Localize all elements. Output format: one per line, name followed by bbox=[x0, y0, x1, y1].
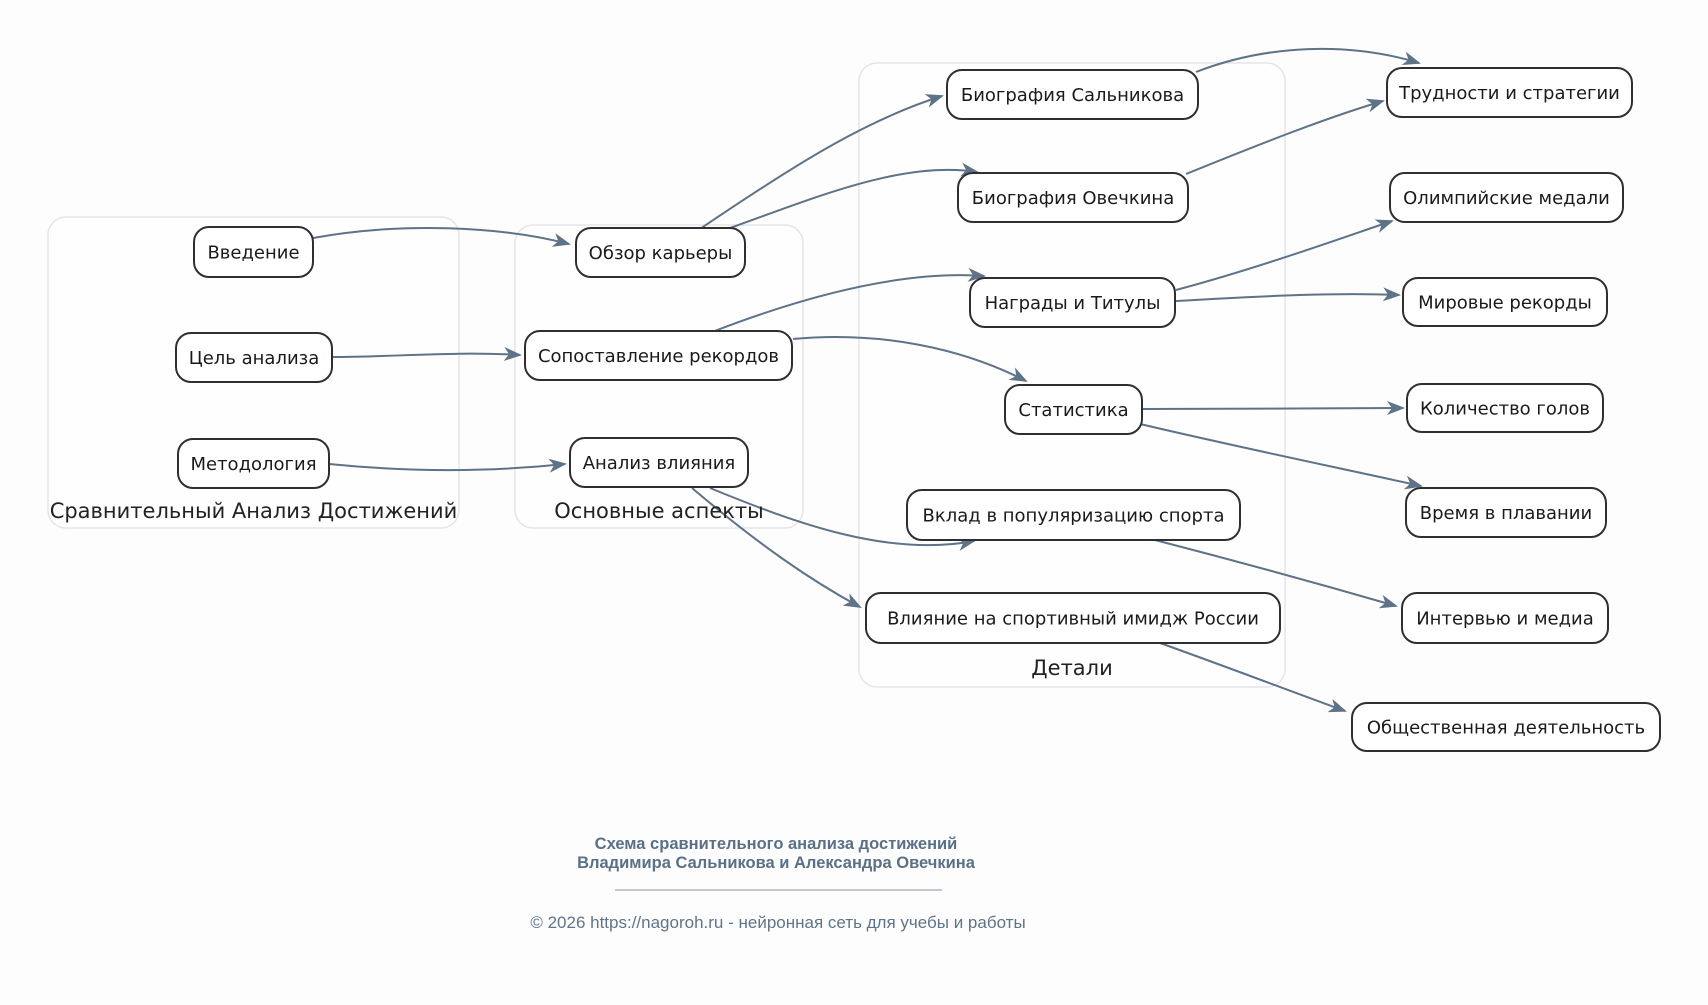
edge-tsel-to-sopost bbox=[331, 347, 522, 362]
node-olimpiyskie-medali: Олимпийские медали bbox=[1389, 172, 1624, 223]
node-label: Введение bbox=[207, 243, 299, 264]
edge-stat-to-kolvo bbox=[1142, 401, 1405, 416]
node-box bbox=[1406, 383, 1604, 433]
footer-copyright: © 2026 https://nagoroh.ru - нейронная се… bbox=[530, 913, 1025, 932]
node-biografiya-ovechkina: Биография Овечкина bbox=[957, 172, 1189, 223]
node-label: Мировые рекорды bbox=[1418, 293, 1592, 314]
node-label: Общественная деятельность bbox=[1367, 718, 1645, 739]
node-label: Трудности и стратегии bbox=[1398, 83, 1620, 104]
node-box bbox=[957, 172, 1189, 223]
edge-obzor-to-bio-salnikova bbox=[699, 94, 944, 230]
node-box bbox=[1004, 384, 1143, 435]
node-biografiya-salnikova: Биография Сальникова bbox=[946, 69, 1199, 120]
node-box bbox=[865, 592, 1281, 644]
edge-nagrady-to-mir bbox=[1175, 287, 1401, 302]
node-label: Сопоставление рекордов bbox=[538, 346, 779, 367]
node-tsel-analiza: Цель анализа bbox=[175, 332, 333, 383]
node-box bbox=[1389, 172, 1624, 223]
node-metodologiya: Методология bbox=[177, 438, 330, 489]
node-label: Методология bbox=[190, 454, 316, 475]
node-label: Влияние на спортивный имидж России bbox=[887, 609, 1259, 630]
edge-vvedenie-to-obzor bbox=[312, 226, 571, 247]
node-box bbox=[1401, 592, 1609, 644]
node-box bbox=[969, 277, 1176, 328]
node-label: Цель анализа bbox=[189, 348, 320, 369]
group-label-details: Детали bbox=[1031, 656, 1113, 680]
node-nagrady-i-tituly: Награды и Титулы bbox=[969, 277, 1176, 328]
edge-analiz-to-vklad bbox=[709, 487, 976, 551]
node-label: Количество голов bbox=[1420, 399, 1590, 420]
node-obzor-karery: Обзор карьеры bbox=[575, 227, 746, 278]
edge-vklad-to-interview bbox=[1154, 539, 1398, 609]
edge-analiz-to-vliyanie bbox=[691, 487, 862, 608]
node-trudnosti-i-strategii: Трудности и стратегии bbox=[1386, 67, 1633, 118]
node-vklad-v-populyarizatsiyu: Вклад в популяризацию спорта bbox=[906, 489, 1241, 541]
node-analiz-vliyaniya: Анализ влияния bbox=[569, 437, 749, 488]
node-box bbox=[524, 330, 793, 381]
node-box bbox=[906, 489, 1241, 541]
group-label-comparative-analysis: Сравнительный Анализ Достижений bbox=[50, 499, 458, 523]
node-label: Биография Овечкина bbox=[972, 188, 1174, 209]
node-label: Обзор карьеры bbox=[589, 243, 733, 264]
node-box bbox=[569, 437, 749, 488]
node-label: Олимпийские медали bbox=[1403, 188, 1610, 209]
edge-vliyanie-to-obshch bbox=[1159, 642, 1347, 713]
node-label: Интервью и медиа bbox=[1416, 609, 1594, 630]
node-box bbox=[175, 332, 333, 383]
node-kolichestvo-golov: Количество голов bbox=[1406, 383, 1604, 433]
node-label: Время в плавании bbox=[1420, 503, 1592, 524]
node-box bbox=[575, 227, 746, 278]
node-box bbox=[1402, 277, 1608, 327]
node-box bbox=[193, 226, 314, 278]
edge-sopost-to-stat bbox=[792, 336, 1028, 382]
node-intervyu-i-media: Интервью и медиа bbox=[1401, 592, 1609, 644]
node-vvedenie: Введение bbox=[193, 226, 314, 278]
node-label: Статистика bbox=[1018, 400, 1128, 421]
edge-nagrady-to-olimp bbox=[1175, 219, 1394, 291]
edge-bio-salnikova-to-trudnosti bbox=[1195, 47, 1421, 73]
edge-obzor-to-bio-ovechkina bbox=[715, 162, 979, 234]
node-obshchestvennaya-deyatelnost: Общественная деятельность bbox=[1351, 702, 1661, 752]
group-label-main-aspects: Основные аспекты bbox=[554, 499, 764, 523]
node-label: Вклад в популяризацию спорта bbox=[923, 506, 1225, 527]
node-label: Биография Сальникова bbox=[961, 85, 1184, 106]
node-box bbox=[946, 69, 1199, 120]
node-box bbox=[177, 438, 330, 489]
edge-stat-to-vremya bbox=[1139, 423, 1423, 490]
node-vremya-v-plavanii: Время в плавании bbox=[1405, 487, 1607, 538]
node-label: Награды и Титулы bbox=[985, 293, 1161, 314]
node-box bbox=[1405, 487, 1607, 538]
node-vliyanie-na-imidzh: Влияние на спортивный имидж России bbox=[865, 592, 1281, 644]
node-sopostavlenie-rekordov: Сопоставление рекордов bbox=[524, 330, 793, 381]
node-statistika: Статистика bbox=[1004, 384, 1143, 435]
edge-metod-to-analiz bbox=[328, 458, 567, 473]
edge-bio-ovechkina-to-trudnosti bbox=[1185, 98, 1385, 175]
footer-title-line2: Владимира Сальникова и Александра Овечки… bbox=[577, 854, 976, 872]
footer-title-line1: Схема сравнительного анализа достижений bbox=[595, 835, 958, 853]
node-mirovye-rekordy: Мировые рекорды bbox=[1402, 277, 1608, 327]
node-box bbox=[1386, 67, 1633, 118]
node-box bbox=[1351, 702, 1661, 752]
edge-sopost-to-nagrady bbox=[711, 267, 986, 333]
node-label: Анализ влияния bbox=[583, 453, 736, 474]
